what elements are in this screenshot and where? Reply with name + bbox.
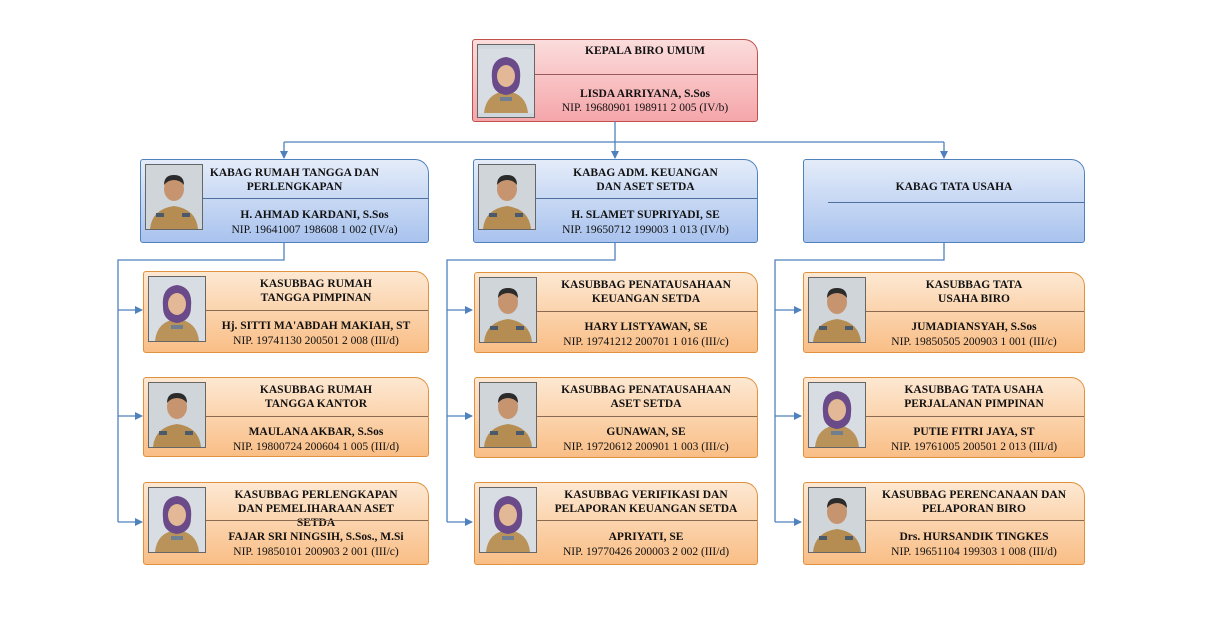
portrait-male-icon [149, 383, 205, 447]
portrait-female-icon [480, 488, 536, 552]
kasubbag-box: KASUBBAG RUMAH TANGGA KANTOR MAULANA AKB… [143, 377, 429, 457]
kabag-box-rumah-tangga: KABAG RUMAH TANGGA DAN PERLENGKAPAN H. A… [140, 159, 429, 243]
kasubbag-box: KASUBBAG PENATAUSAHAAN KEUANGAN SETDA HA… [474, 272, 758, 353]
kasub-2-3-divider [537, 520, 757, 521]
kasub-1-2-title: KASUBBAG RUMAH TANGGA KANTOR [259, 384, 373, 410]
kasub-3-3-photo [808, 487, 866, 553]
head-divider [535, 74, 757, 75]
kasub-2-1-name: HARY LISTYAWAN, SE [584, 321, 708, 333]
kasub-1-1-nip: NIP. 19741130 200501 2 008 (III/d) [233, 335, 399, 347]
kasub-1-1-divider [206, 310, 428, 311]
connector-kabag-2-down [446, 243, 616, 522]
portrait-male-icon [809, 488, 865, 552]
kasub-1-2-divider [206, 416, 428, 417]
kabag-1-title: KABAG RUMAH TANGGA DAN PERLENGKAPAN [209, 167, 380, 193]
kabag-1-divider [203, 198, 428, 199]
kasub-1-2-name: MAULANA AKBAR, S.Sos [248, 426, 384, 438]
kasub-2-1-divider [537, 311, 757, 312]
kasub-3-1-name: JUMADIANSYAH, S.Sos [911, 321, 1037, 333]
kasub-2-1-photo [479, 277, 537, 343]
kasub-1-3-divider [206, 520, 428, 521]
kasub-2-2-nip: NIP. 19720612 200901 1 003 (III/c) [563, 441, 729, 453]
kasub-1-1-photo [148, 276, 206, 342]
kabag-2-title: KABAG ADM. KEUANGAN DAN ASET SETDA [573, 167, 718, 193]
head-nip: NIP. 19680901 198911 2 005 (IV/b) [561, 102, 729, 114]
kasub-1-1-name: Hj. SITTI MA'ABDAH MAKIAH, ST [221, 320, 411, 332]
kasub-1-3-title: KASUBBAG PERLENGKAPAN DAN PEMELIHARAAN A… [234, 489, 398, 529]
kasub-2-3-nip: NIP. 19770426 200003 2 002 (III/d) [562, 546, 730, 558]
portrait-male-icon [479, 165, 535, 229]
kasub-3-1-nip: NIP. 19850505 200903 1 001 (III/c) [891, 336, 1057, 348]
connector-kabag-1-down [117, 243, 285, 522]
kasub-1-1-title: KASUBBAG RUMAH TANGGA PIMPINAN [259, 278, 373, 304]
kasub-2-2-name: GUNAWAN, SE [606, 426, 686, 438]
kasub-3-2-name: PUTIE FITRI JAYA, ST [913, 426, 1035, 438]
head-photo [477, 44, 535, 118]
kabag-1-photo [145, 164, 203, 230]
kasub-3-3-title: KASUBBAG PERENCANAAN DAN PELAPORAN BIRO [882, 489, 1067, 515]
kasub-3-2-nip: NIP. 19761005 200501 2 013 (III/d) [890, 441, 1058, 453]
kasub-3-1-title: KASUBBAG TATA USAHA BIRO [925, 279, 1023, 305]
kasub-1-3-name: FAJAR SRI NINGSIH, S.Sos., M.Si [228, 531, 404, 543]
kasub-2-3-title: KASUBBAG VERIFIKASI DAN PELAPORAN KEUANG… [554, 489, 738, 515]
kabag-1-nip: NIP. 19641007 198608 1 002 (IV/a) [231, 224, 398, 236]
portrait-female-icon [478, 49, 534, 113]
portrait-male-icon [480, 278, 536, 342]
kasub-3-3-nip: NIP. 19651104 199303 1 008 (III/d) [891, 546, 1057, 558]
kasub-3-2-photo [808, 382, 866, 448]
kasub-1-2-nip: NIP. 19800724 200604 1 005 (III/d) [232, 441, 400, 453]
head-title: KEPALA BIRO UMUM [585, 45, 705, 57]
kasub-2-3-name: APRIYATI, SE [608, 531, 684, 543]
kasub-3-3-divider [866, 520, 1084, 521]
kasub-3-1-photo [808, 277, 866, 343]
kasubbag-box: KASUBBAG TATA USAHA PERJALANAN PIMPINAN … [803, 377, 1085, 458]
kasub-2-2-divider [537, 416, 757, 417]
kabag-2-photo [478, 164, 536, 230]
kabag-1-name: H. AHMAD KARDANI, S.Sos [240, 209, 389, 221]
portrait-male-icon [809, 278, 865, 342]
kasub-3-2-title: KASUBBAG TATA USAHA PERJALANAN PIMPINAN [904, 384, 1044, 410]
kasubbag-box: KASUBBAG VERIFIKASI DAN PELAPORAN KEUANG… [474, 482, 758, 565]
portrait-female-icon [809, 383, 865, 447]
portrait-female-icon [149, 488, 205, 552]
kabag-2-divider [536, 198, 757, 199]
kasubbag-box: KASUBBAG RUMAH TANGGA PIMPINAN Hj. SITTI… [143, 271, 429, 353]
kasubbag-box: KASUBBAG PERENCANAAN DAN PELAPORAN BIRO … [803, 482, 1085, 565]
kasub-3-2-divider [866, 416, 1084, 417]
kabag-3-title: KABAG TATA USAHA [895, 181, 1013, 193]
kabag-box-tata-usaha: KABAG TATA USAHA [803, 159, 1085, 243]
portrait-male-icon [146, 165, 202, 229]
kasub-1-3-nip: NIP. 19850101 200903 2 001 (III/c) [233, 546, 399, 558]
head-name: LISDA ARRIYANA, S.Sos [580, 88, 710, 100]
kasub-2-3-photo [479, 487, 537, 553]
kasub-2-1-nip: NIP. 19741212 200701 1 016 (III/c) [563, 336, 729, 348]
kabag-2-nip: NIP. 19650712 199003 1 013 (IV/b) [562, 224, 729, 236]
head-box: KEPALA BIRO UMUM LISDA ARRIYANA, S.Sos N… [472, 39, 758, 122]
kasubbag-box: KASUBBAG PENATAUSAHAAN ASET SETDA GUNAWA… [474, 377, 758, 458]
kasub-1-3-photo [148, 487, 206, 553]
kasubbag-box: KASUBBAG PERLENGKAPAN DAN PEMELIHARAAN A… [143, 482, 429, 565]
kasub-3-3-name: Drs. HURSANDIK TINGKES [899, 531, 1049, 543]
kasub-3-1-divider [866, 311, 1084, 312]
connector-kabag-3-down [774, 243, 945, 522]
portrait-male-icon [480, 383, 536, 447]
kabag-box-keuangan: KABAG ADM. KEUANGAN DAN ASET SETDA H. SL… [473, 159, 758, 243]
kasub-1-2-photo [148, 382, 206, 448]
kasubbag-box: KASUBBAG TATA USAHA BIRO JUMADIANSYAH, S… [803, 272, 1085, 353]
kabag-2-name: H. SLAMET SUPRIYADI, SE [571, 209, 720, 221]
kabag-3-divider [828, 202, 1084, 203]
kasub-2-2-title: KASUBBAG PENATAUSAHAAN ASET SETDA [561, 384, 731, 410]
portrait-female-icon [149, 277, 205, 341]
kasub-2-2-photo [479, 382, 537, 448]
kasub-2-1-title: KASUBBAG PENATAUSAHAAN KEUANGAN SETDA [561, 279, 731, 305]
